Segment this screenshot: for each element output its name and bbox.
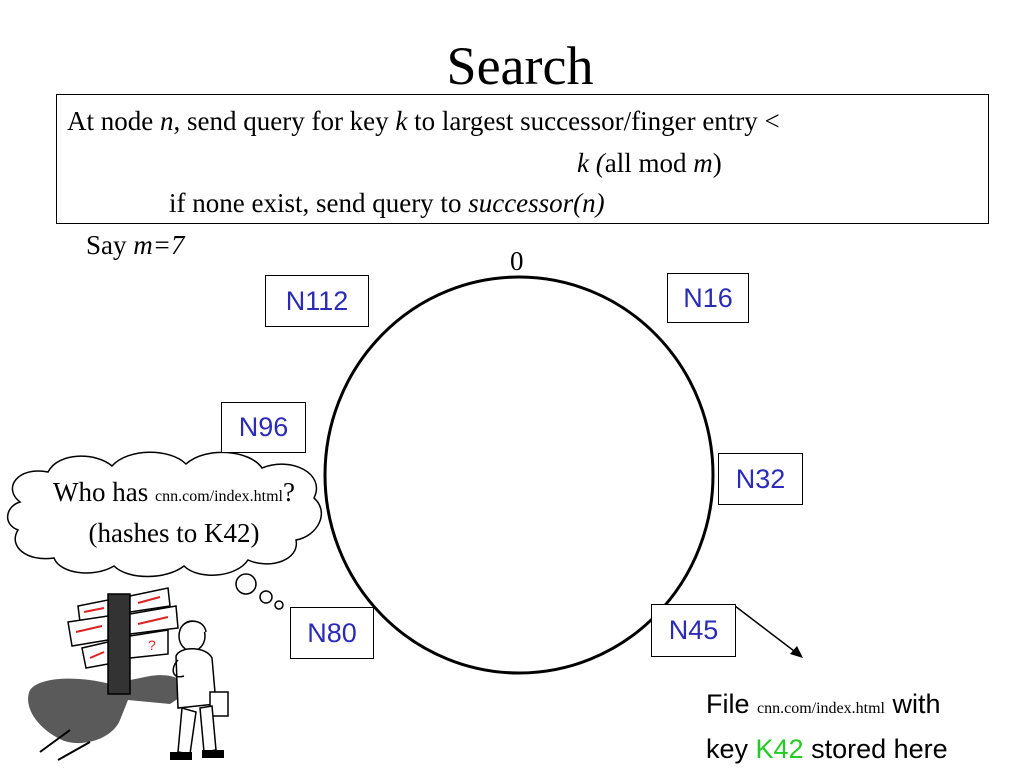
rule-var-m: m <box>693 148 713 178</box>
rule-text: At node <box>67 106 160 136</box>
rule-text: , send query for key <box>173 106 396 136</box>
file-note-text: File <box>706 689 758 719</box>
query-url: cnn.com/index.html <box>155 488 283 505</box>
say-label: Say <box>86 230 134 260</box>
file-stored-note: File cnn.com/index.html with key K42 sto… <box>706 684 948 769</box>
file-note-text: with <box>885 689 941 719</box>
query-text: ? <box>282 477 295 507</box>
node-n32: N32 <box>718 453 803 505</box>
thought-bubble-small <box>274 600 284 610</box>
rule-line-3: if none exist, send query to successor(n… <box>169 187 605 219</box>
signpost-person-clipart: ? <box>28 587 229 761</box>
query-line-2: (hashes to K42) <box>88 518 260 548</box>
node-n80: N80 <box>290 607 374 659</box>
rule-text: ) <box>712 148 722 178</box>
node-n45: N45 <box>651 604 736 657</box>
node-n16: N16 <box>667 273 749 323</box>
rule-text: to largest successor/finger entry < <box>407 106 780 136</box>
search-rule-box: At node n, send query for key k to large… <box>56 94 989 224</box>
rule-line-1: At node n, send query for key k to large… <box>67 105 780 137</box>
say-value: m=7 <box>133 230 185 260</box>
node-n112: N112 <box>265 275 369 327</box>
thought-bubble-medium <box>259 590 273 604</box>
file-note-url: cnn.com/index.html <box>757 700 885 717</box>
file-note-key: K42 <box>755 734 804 764</box>
file-note-line-1: File cnn.com/index.html with <box>706 684 948 729</box>
query-text: Who has <box>53 477 155 507</box>
pointer-arrow-line <box>734 605 799 655</box>
svg-text:?: ? <box>148 637 156 653</box>
rule-var-k: k <box>395 106 408 136</box>
thought-cloud <box>7 451 323 578</box>
rule-var-k: k ( <box>577 148 605 178</box>
file-note-text: key <box>706 734 756 764</box>
node-n96: N96 <box>221 402 306 453</box>
ring-zero-label: 0 <box>510 246 524 276</box>
rule-successor-function: successor(n) <box>468 188 605 218</box>
chord-ring <box>323 275 715 675</box>
file-note-line-2: key K42 stored here <box>706 729 948 769</box>
ground-shadow <box>28 675 186 744</box>
pointer-arrow-head <box>790 646 803 658</box>
query-thought: Who has cnn.com/index.html? (hashes to K… <box>14 474 334 551</box>
thought-bubble-large <box>235 573 257 595</box>
ring-size-note: Say m=7 <box>86 229 184 261</box>
rule-text: all mod <box>604 148 694 178</box>
file-note-text: stored here <box>803 734 948 764</box>
query-line-1: Who has cnn.com/index.html? <box>14 474 334 515</box>
rule-text: if none exist, send query to <box>169 188 469 218</box>
slide-title: Search <box>446 36 594 96</box>
rule-var-n: n <box>159 106 174 136</box>
rule-line-2: k (all mod m) <box>577 147 722 179</box>
